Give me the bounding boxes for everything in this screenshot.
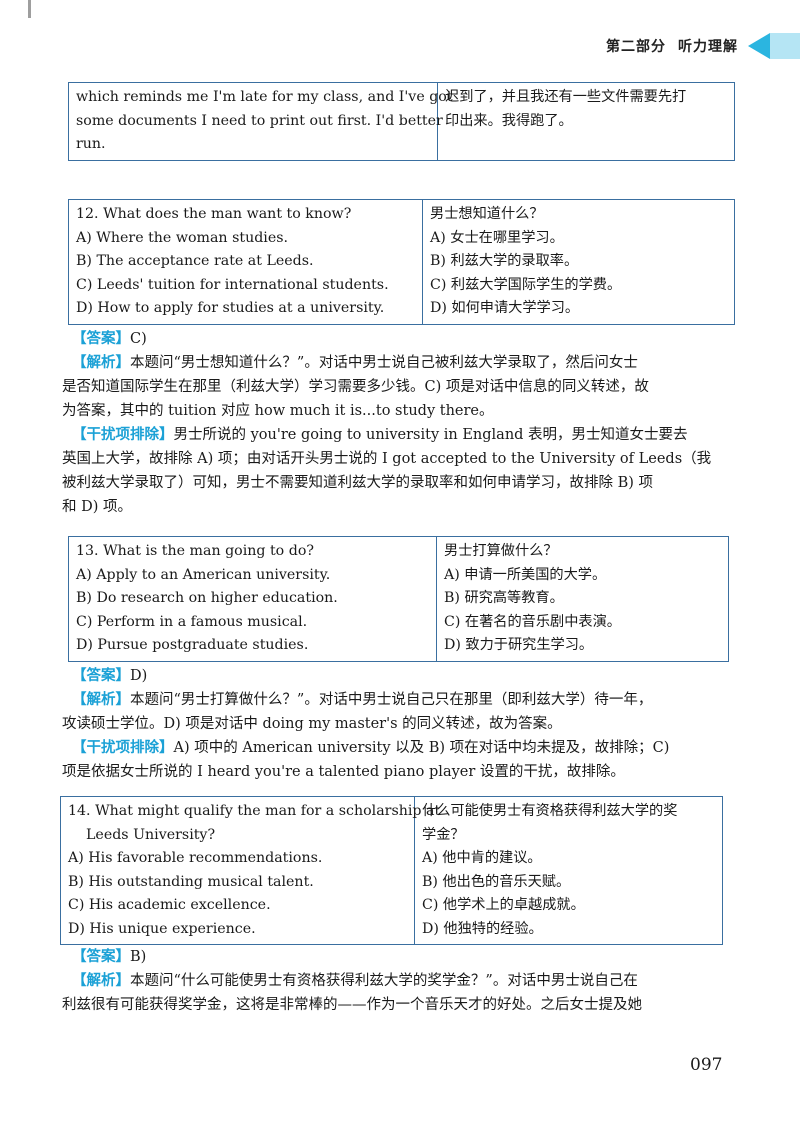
section-label: 第二部分 [606,39,666,55]
margin-rule [28,0,31,18]
analysis-tag: 【解析】 [72,692,130,708]
transcript-chinese: 迟到了，并且我还有一些文件需要先打 印出来。我得跑了。 [437,82,735,161]
header-accent-bar [770,33,800,59]
table-row: 12. What does the man want to know? A) W… [68,199,735,325]
question-14-chinese: 什么可能使男士有资格获得利兹大学的奖 学金？ A) 他中肯的建议。 B) 他出色… [414,796,723,945]
analysis-tag: 【解析】 [72,973,130,989]
distractor-tag: 【干扰项排除】 [72,427,174,443]
question-13-chinese: 男士打算做什么？ A) 申请一所美国的大学。 B) 研究高等教育。 C) 在著名… [436,536,729,662]
question-13-table: 13. What is the man going to do? A) Appl… [68,536,729,662]
distractor-tag: 【干扰项排除】 [72,740,174,756]
answer-value: B) [130,949,147,965]
question-12-chinese: 男士想知道什么？ A) 女士在哪里学习。 B) 利兹大学的录取率。 C) 利兹大… [422,199,735,325]
section-title: 听力理解 [678,39,738,55]
analysis-tag: 【解析】 [72,355,130,371]
arrow-tab-icon [748,33,770,59]
answer-12-block: 【答案】C) 【解析】本题问“男士想知道什么？”。对话中男士说自己被利兹大学录取… [62,331,712,515]
answer-13-block: 【答案】D) 【解析】本题问“男士打算做什么？”。对话中男士说自己只在那里（即利… [62,668,670,780]
question-12-table: 12. What does the man want to know? A) W… [68,199,735,325]
table-row: 13. What is the man going to do? A) Appl… [68,536,729,662]
transcript-english: which reminds me I'm late for my class, … [68,82,453,161]
answer-tag: 【答案】 [72,331,130,347]
answer-value: D) [130,668,148,684]
table-row: which reminds me I'm late for my class, … [68,82,735,161]
question-14-english: 14. What might qualify the man for a sch… [60,796,440,945]
answer-14-block: 【答案】B) 【解析】本题问“什么可能使男士有资格获得利兹大学的奖学金？”。对话… [62,949,642,1013]
table-row: 14. What might qualify the man for a sch… [60,796,723,945]
section-header: 第二部分听力理解 [606,33,800,59]
answer-tag: 【答案】 [72,949,130,965]
transcript-table: which reminds me I'm late for my class, … [68,82,735,161]
answer-value: C) [130,331,147,347]
page-number: 097 [690,1055,723,1075]
answer-tag: 【答案】 [72,668,130,684]
question-12-english: 12. What does the man want to know? A) W… [68,199,423,325]
question-14-table: 14. What might qualify the man for a sch… [60,796,723,945]
question-13-english: 13. What is the man going to do? A) Appl… [68,536,437,662]
